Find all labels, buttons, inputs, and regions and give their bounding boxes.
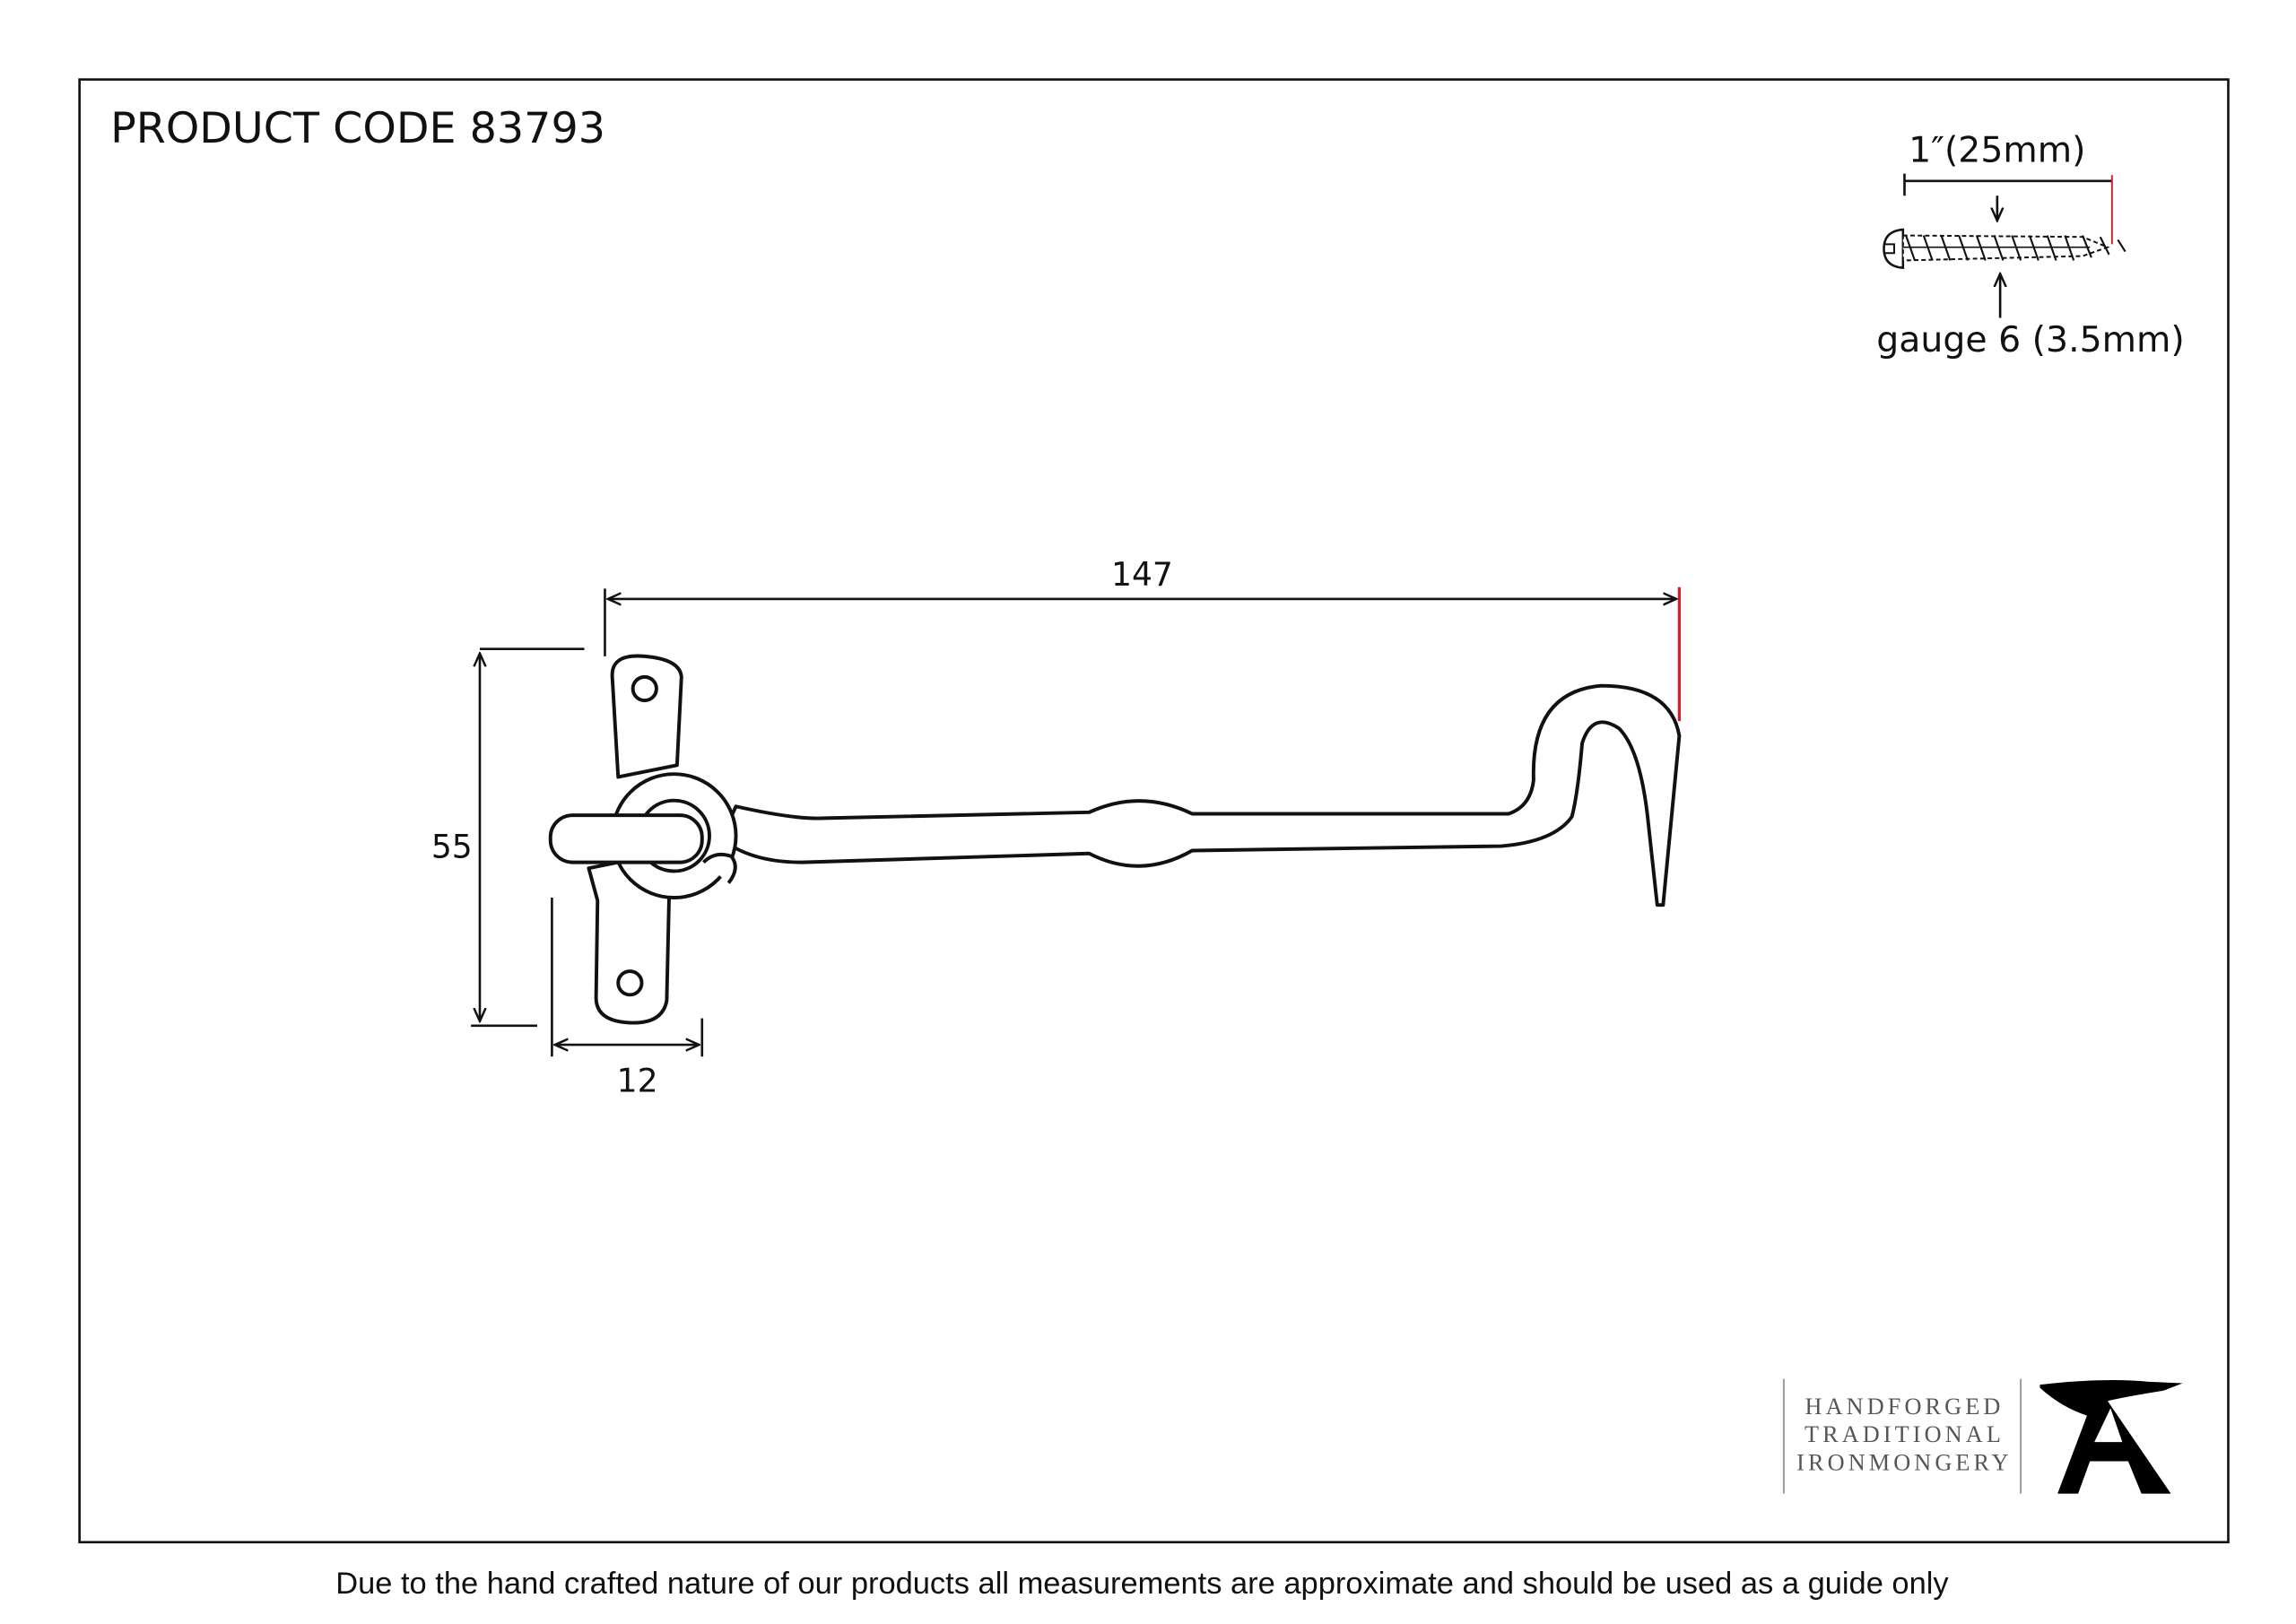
dimension-height: 55 bbox=[431, 647, 585, 1028]
screw-gauge-label: gauge 6 (3.5mm) bbox=[1876, 319, 2184, 360]
screw-spec: 1″(25mm) gauge 6 (3.5mm) bbox=[1876, 130, 2184, 361]
logo-line-3: IRONMONGERY bbox=[1796, 1449, 2013, 1475]
screw-icon bbox=[1883, 228, 2126, 269]
length-value: 147 bbox=[1111, 555, 1173, 594]
anvil-logo-icon bbox=[2039, 1380, 2183, 1494]
cabin-hook-drawing bbox=[548, 654, 1682, 1025]
logo-line-1: HANDFORGED bbox=[1805, 1394, 2005, 1420]
dimension-length: 147 bbox=[604, 555, 1682, 722]
dimension-width: 12 bbox=[551, 898, 704, 1100]
drawing-frame bbox=[78, 78, 2230, 1544]
logo-line-2: TRADITIONAL bbox=[1805, 1421, 2005, 1447]
screw-length-label: 1″(25mm) bbox=[1909, 130, 2085, 171]
footer-disclaimer: Due to the hand crafted nature of our pr… bbox=[335, 1567, 1949, 1601]
height-value: 55 bbox=[431, 828, 473, 866]
brand-logo: HANDFORGED TRADITIONAL IRONMONGERY bbox=[1782, 1378, 2183, 1494]
width-value: 12 bbox=[617, 1062, 658, 1100]
product-code: PRODUCT CODE 83793 bbox=[110, 104, 605, 153]
